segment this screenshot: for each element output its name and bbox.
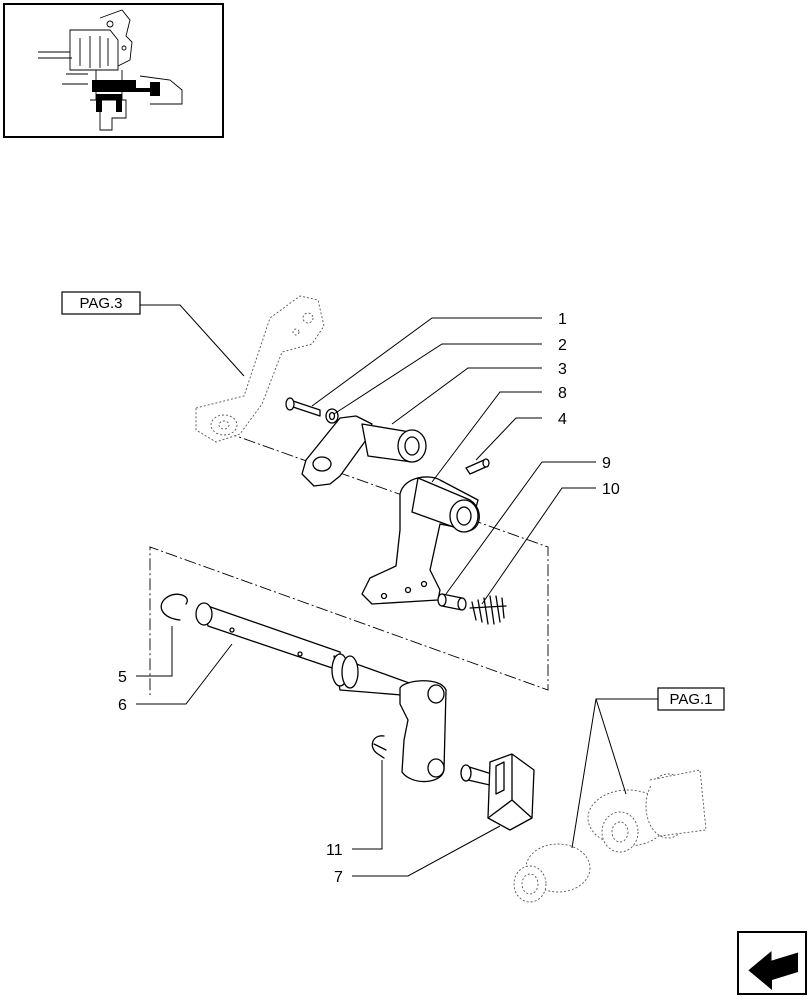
reference-gear-ghost	[513, 769, 707, 903]
part-6-shift-shaft	[195, 602, 447, 783]
part-3-lever	[301, 415, 427, 487]
callout-9: 9	[602, 455, 611, 472]
callout-2: 2	[558, 337, 567, 354]
next-page-arrow-icon[interactable]	[737, 931, 807, 995]
assembly-overview-thumbnail	[3, 3, 224, 138]
part-4-pin	[465, 458, 490, 475]
reference-bracket-ghost	[195, 295, 325, 443]
callout-1: 1	[558, 311, 567, 328]
reference-pag3-label: PAG.3	[79, 295, 122, 312]
reference-pag1-label: PAG.1	[669, 691, 712, 708]
leader-lines	[136, 304, 658, 877]
part-7-shift-block	[460, 753, 535, 831]
part-1-bolt	[285, 397, 321, 417]
callout-8: 8	[558, 385, 567, 402]
callout-4: 4	[558, 411, 567, 428]
part-11-circlip	[371, 735, 387, 759]
callout-labels: 1 2 3 8 4 9 10 5 6 11 7	[118, 311, 620, 886]
reference-pag1-box[interactable]: PAG.1	[657, 687, 725, 711]
part-5-snap-ring	[160, 593, 188, 621]
reference-pag3-box[interactable]: PAG.3	[61, 291, 141, 315]
callout-6: 6	[118, 697, 127, 714]
callout-10: 10	[602, 481, 620, 498]
part-8-bracket	[361, 476, 480, 605]
callout-3: 3	[558, 361, 567, 378]
part-2-washer	[325, 408, 339, 424]
callout-11: 11	[326, 842, 343, 859]
callout-5: 5	[118, 669, 127, 686]
part-9-detent-pin	[437, 593, 467, 611]
part-10-spring	[469, 595, 507, 625]
callout-7: 7	[334, 869, 343, 886]
